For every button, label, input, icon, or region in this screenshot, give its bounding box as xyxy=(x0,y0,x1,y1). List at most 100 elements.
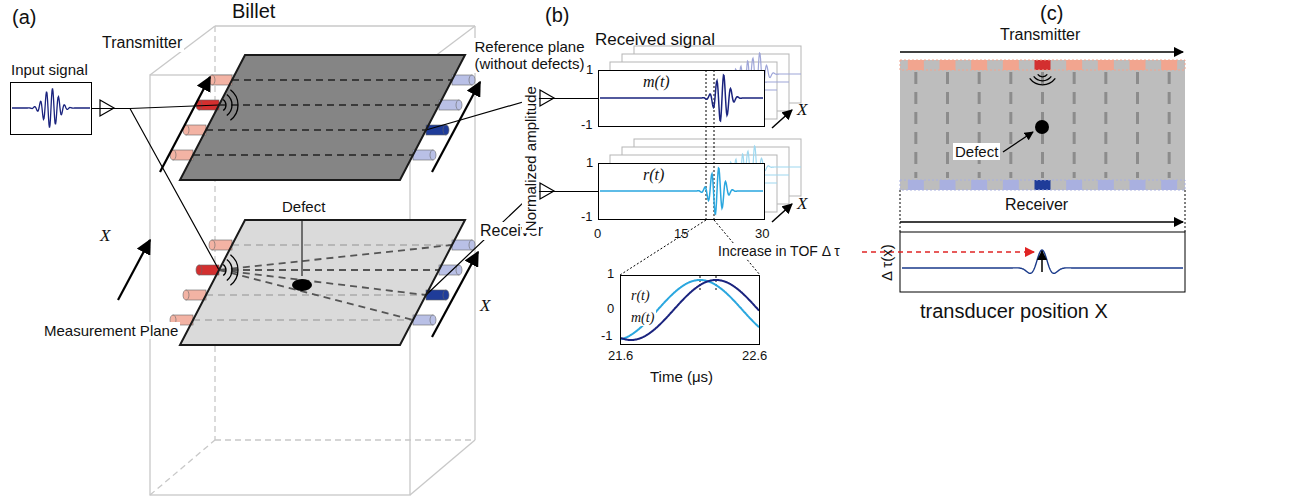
wave-arc xyxy=(1038,74,1048,76)
label: X xyxy=(480,296,490,316)
node-label: m(t) xyxy=(643,73,670,91)
defect-arrow xyxy=(1003,132,1033,152)
array-outline xyxy=(900,180,1185,190)
plane-outline xyxy=(180,220,465,345)
transducer xyxy=(430,150,436,160)
billet-section xyxy=(900,60,1185,190)
transducer xyxy=(183,290,189,300)
ray-path xyxy=(946,72,949,178)
ray-path xyxy=(193,319,413,321)
label: X xyxy=(797,100,807,120)
label: Defect xyxy=(282,198,325,215)
transmitter-element xyxy=(1066,60,1082,70)
label: Transmitter xyxy=(1000,26,1080,44)
signal-plot: r(t) xyxy=(598,163,765,220)
transmitter-element xyxy=(1035,60,1051,70)
waveform xyxy=(600,75,763,121)
billet-outline xyxy=(150,26,475,495)
transmitter-element xyxy=(1130,60,1146,70)
signal-wire xyxy=(426,99,598,131)
receiver-element xyxy=(908,180,924,190)
signal-plot: m(t) xyxy=(598,70,765,127)
wave-arc xyxy=(1030,78,1056,84)
label: -1 xyxy=(581,118,593,133)
plane-outline xyxy=(180,220,465,345)
section-transducers xyxy=(900,60,1185,190)
label: 30 xyxy=(755,227,769,242)
label: Billet xyxy=(232,0,275,23)
reference-plane: Reference plane (without defects) xyxy=(180,55,465,180)
wave-arc xyxy=(227,95,232,116)
label: (a) xyxy=(12,6,36,29)
ray-path xyxy=(1168,72,1171,178)
label: X xyxy=(100,226,110,246)
signal-wire xyxy=(92,109,219,271)
wave-arc xyxy=(223,264,226,275)
reference-plane-fill xyxy=(180,55,465,180)
waveform xyxy=(600,168,763,214)
node-label: m(t) xyxy=(629,310,656,326)
transducer xyxy=(196,265,202,275)
ray-path xyxy=(219,245,452,270)
axis-title: Δ τ(x) xyxy=(877,244,894,281)
node-label: r(t) xyxy=(629,288,652,304)
ray-path xyxy=(232,79,452,81)
ray-path xyxy=(206,129,426,131)
label: 0 xyxy=(607,302,614,317)
label: 15 xyxy=(674,227,688,242)
wave-arc xyxy=(230,90,238,120)
amplifier-symbols xyxy=(100,90,554,199)
transmitter-element xyxy=(908,60,924,70)
waveform xyxy=(902,250,1183,273)
transmitter-element xyxy=(1161,60,1177,70)
receiver-element xyxy=(1098,180,1114,190)
ray-path xyxy=(219,270,413,320)
transducer xyxy=(469,75,475,85)
transducer xyxy=(209,75,215,85)
label: Time (μs) xyxy=(650,368,713,385)
ray-path xyxy=(1136,72,1139,178)
label: Received signal xyxy=(595,30,715,50)
defect-leader xyxy=(302,220,303,276)
section-guides xyxy=(900,190,1185,232)
transducer xyxy=(456,265,462,275)
label: transducer position X xyxy=(920,300,1108,323)
label: (c) xyxy=(1040,2,1063,25)
ray-path xyxy=(219,270,426,295)
label: Defect xyxy=(953,143,1000,160)
transmitter-element xyxy=(940,60,956,70)
tof-peak-arrow xyxy=(1041,251,1043,272)
wave-arc xyxy=(223,99,226,110)
ray-path xyxy=(1104,72,1107,178)
input-signal-box: Input signal xyxy=(10,82,92,135)
tof-plot-frame xyxy=(900,232,1185,292)
label: 1 xyxy=(586,63,593,78)
label: Transmitter xyxy=(100,34,184,52)
scan-arrows xyxy=(118,77,480,337)
plane-outline xyxy=(180,55,465,180)
label: 21.6 xyxy=(608,349,633,364)
wave-arc xyxy=(1034,76,1052,80)
ray-path xyxy=(914,72,917,178)
axis-title: Normalized amplitude xyxy=(521,84,538,233)
node-label: Measurement Plane xyxy=(42,322,180,339)
node-label: r(t) xyxy=(643,166,664,184)
label: 1 xyxy=(607,267,614,282)
receiver-element xyxy=(940,180,956,190)
label: Increase in TOF Δ τ xyxy=(716,243,842,259)
ray-path xyxy=(1009,72,1012,178)
transducer xyxy=(209,240,215,250)
plot-grounds xyxy=(598,70,765,345)
measurement-plane-fill xyxy=(180,220,465,345)
zoom-plot: r(t) m(t) xyxy=(620,275,760,345)
ray-path xyxy=(193,154,413,156)
label: -1 xyxy=(581,210,593,225)
receiver-element xyxy=(1130,180,1146,190)
ray-path xyxy=(219,269,439,271)
ray-path xyxy=(232,244,452,246)
label: 22.6 xyxy=(742,349,767,364)
receiver-element xyxy=(1003,180,1019,190)
measurement-plane: Measurement Plane xyxy=(180,220,465,345)
ray-path xyxy=(219,104,439,106)
waveform xyxy=(12,88,90,127)
